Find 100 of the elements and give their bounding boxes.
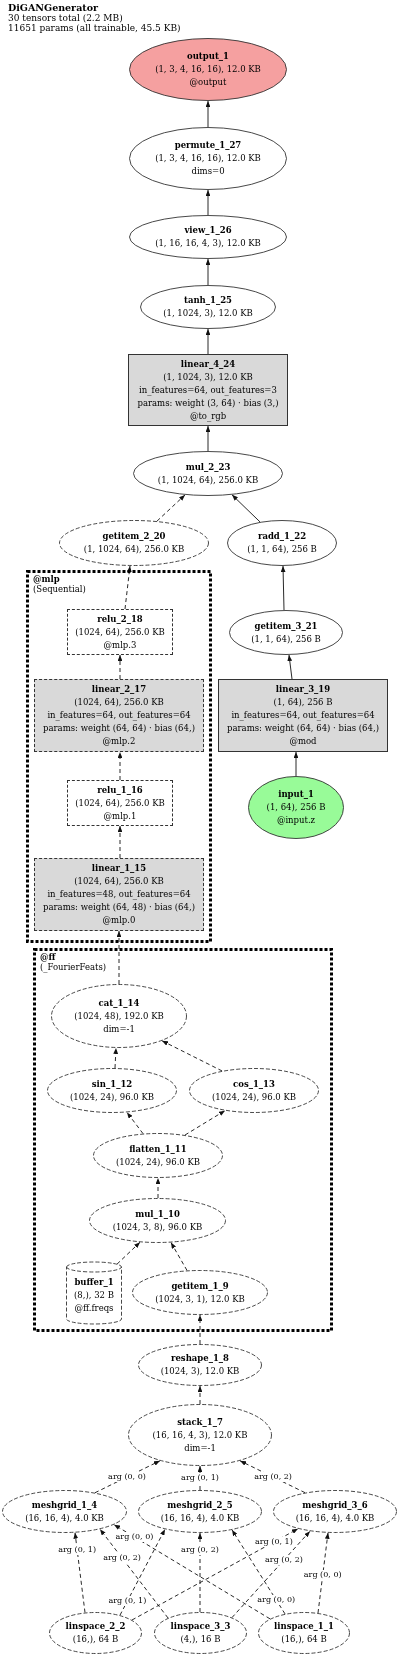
tensor-size: (16, 16, 4), 4.0 KB <box>295 1511 375 1525</box>
node-title: flatten_1_11 <box>129 1142 187 1156</box>
edge-label: arg (0, 0) <box>114 1532 155 1542</box>
node-title: meshgrid_3_6 <box>302 1498 368 1512</box>
node-title: relu_2_18 <box>97 612 143 626</box>
operation-ellipse <box>273 1490 397 1533</box>
node-title: permute_1_27 <box>174 139 242 152</box>
node-title: linspace_2_2 <box>65 1620 126 1633</box>
tensor-size: (16, 16, 4), 4.0 KB <box>160 1511 240 1525</box>
tensor-size: (1024, 24), 96.0 KB <box>211 1090 297 1104</box>
operation-ellipse <box>59 520 209 566</box>
node-title: linear_2_17 <box>91 683 147 696</box>
edge-label: arg (0, 0) <box>107 1472 147 1482</box>
node-detail: @mlp.2 <box>102 735 136 748</box>
tensor-size: (1, 1, 64), 256 B <box>251 632 321 646</box>
diagram-title: DiGANGenerator <box>8 2 99 13</box>
layer-box <box>34 679 204 752</box>
edge-label: arg (0, 0) <box>256 1595 297 1605</box>
operation-ellipse <box>128 1404 272 1466</box>
edge-label: arg (0, 1) <box>254 1537 294 1547</box>
node-detail: params: weight (64, 64) · bias (64,) <box>227 722 379 735</box>
tensor-size: (1, 64), 256 B <box>273 696 333 709</box>
operation-ellipse <box>133 451 283 496</box>
node-title: getitem_1_9 <box>171 1279 229 1293</box>
layer-box <box>128 354 288 426</box>
layer-box <box>67 780 173 826</box>
tensor-size: (16,), 64 B <box>281 1633 327 1646</box>
node-title: cat_1_14 <box>98 996 140 1010</box>
node-detail: params: weight (64, 64) · bias (64,) <box>43 722 195 735</box>
buffer-cylinder <box>66 1262 122 1324</box>
tensor-size: (1024, 64), 256.0 KB <box>74 875 164 888</box>
tensor-size: (1, 3, 4, 16, 16), 12.0 KB <box>155 63 261 76</box>
node-title: view_1_26 <box>184 224 232 237</box>
tensor-size: (1, 1024, 3), 12.0 KB <box>163 307 253 320</box>
layer-box <box>218 679 388 752</box>
tensor-size: (16, 16, 4), 4.0 KB <box>25 1511 104 1525</box>
tensor-size: (1024, 24), 96.0 KB <box>69 1090 155 1104</box>
node-detail: params: weight (64, 48) · bias (64,) <box>43 901 195 914</box>
node-title: linspace_1_1 <box>274 1620 334 1633</box>
node-detail: @mlp.3 <box>103 638 137 652</box>
edge-label: arg (0, 2) <box>180 1545 220 1555</box>
operation-ellipse <box>229 610 343 655</box>
node-title: tanh_1_25 <box>183 294 232 307</box>
operation-ellipse <box>2 1490 127 1533</box>
summary-text: 30 tensors total (2.2 MB) <box>8 13 124 23</box>
output-ellipse <box>129 38 287 101</box>
edge-label: arg (0, 2) <box>102 1553 142 1563</box>
edge-label: arg (0, 1) <box>107 1596 148 1606</box>
layer-box <box>67 609 173 655</box>
tensor-size: (1024, 3, 8), 96.0 KB <box>112 1220 203 1234</box>
tensor-size: (1, 3, 4, 16, 16), 12.0 KB <box>155 152 261 165</box>
edge-label: arg (0, 1) <box>57 1545 98 1555</box>
node-title: linear_3_19 <box>275 683 331 696</box>
node-title: sin_1_12 <box>91 1077 133 1091</box>
operation-ellipse <box>132 1270 268 1315</box>
tensor-size: (1024, 64), 256.0 KB <box>74 696 164 709</box>
edge-label: arg (0, 2) <box>264 1555 304 1565</box>
node-detail: params: weight (3, 64) · bias (3,) <box>137 396 279 410</box>
edge-label: arg (0, 2) <box>253 1472 293 1482</box>
tensor-size: (16, 16, 4, 3), 12.0 KB <box>152 1428 248 1442</box>
node-detail: @input.z <box>276 814 316 827</box>
node-title: linear_1_15 <box>91 862 147 875</box>
tensor-size: (1024, 64), 256.0 KB <box>75 625 165 639</box>
node-title: meshgrid_2_5 <box>167 1498 233 1512</box>
module-type: (_FourierFeats) <box>40 962 107 972</box>
edge-label: arg (0, 0) <box>302 1570 343 1580</box>
operation-ellipse <box>93 1133 223 1178</box>
node-detail: dim=-1 <box>103 1022 135 1036</box>
node-title: getitem_2_20 <box>102 530 166 543</box>
node-detail: @mlp.0 <box>102 914 136 927</box>
node-detail: in_features=64, out_features=64 <box>47 709 191 722</box>
tensor-size: (1024, 24), 96.0 KB <box>115 1155 201 1169</box>
node-title: relu_1_16 <box>97 783 143 797</box>
tensor-size: (1, 1024, 64), 256.0 KB <box>83 543 185 556</box>
node-title: linear_4_24 <box>180 357 236 371</box>
operation-ellipse <box>49 1612 142 1654</box>
operation-ellipse <box>138 1344 262 1386</box>
operation-ellipse <box>138 1490 262 1533</box>
edge-label: arg (0, 1) <box>180 1473 220 1483</box>
node-title: radd_1_22 <box>257 530 307 543</box>
module-name: @mlp <box>33 574 60 584</box>
tensor-size: (1024, 48), 192.0 KB <box>74 1009 164 1023</box>
module-name: @ff <box>40 952 56 962</box>
operation-ellipse <box>140 285 276 329</box>
tensor-size: (1024, 3, 1), 12.0 KB <box>155 1292 245 1306</box>
node-detail: in_features=64, out_features=3 <box>139 383 277 397</box>
tensor-size: (1, 1024, 64), 256.0 KB <box>157 473 259 487</box>
node-detail: @mod <box>289 735 317 748</box>
node-detail: @ff.freqs <box>74 1302 114 1315</box>
tensor-size: (1024, 64), 256.0 KB <box>75 796 165 810</box>
node-title: buffer_1 <box>74 1276 114 1289</box>
node-title: stack_1_7 <box>177 1415 223 1429</box>
operation-ellipse <box>129 127 287 190</box>
node-title: linspace_3_3 <box>170 1620 231 1633</box>
module-cluster <box>33 948 333 1332</box>
node-detail: @output <box>189 76 227 89</box>
tensor-size: (1, 1, 64), 256 B <box>247 543 317 556</box>
summary-text: 11651 params (all trainable, 45.5 KB) <box>8 23 181 33</box>
module-cluster <box>26 570 212 943</box>
operation-ellipse <box>227 520 337 566</box>
